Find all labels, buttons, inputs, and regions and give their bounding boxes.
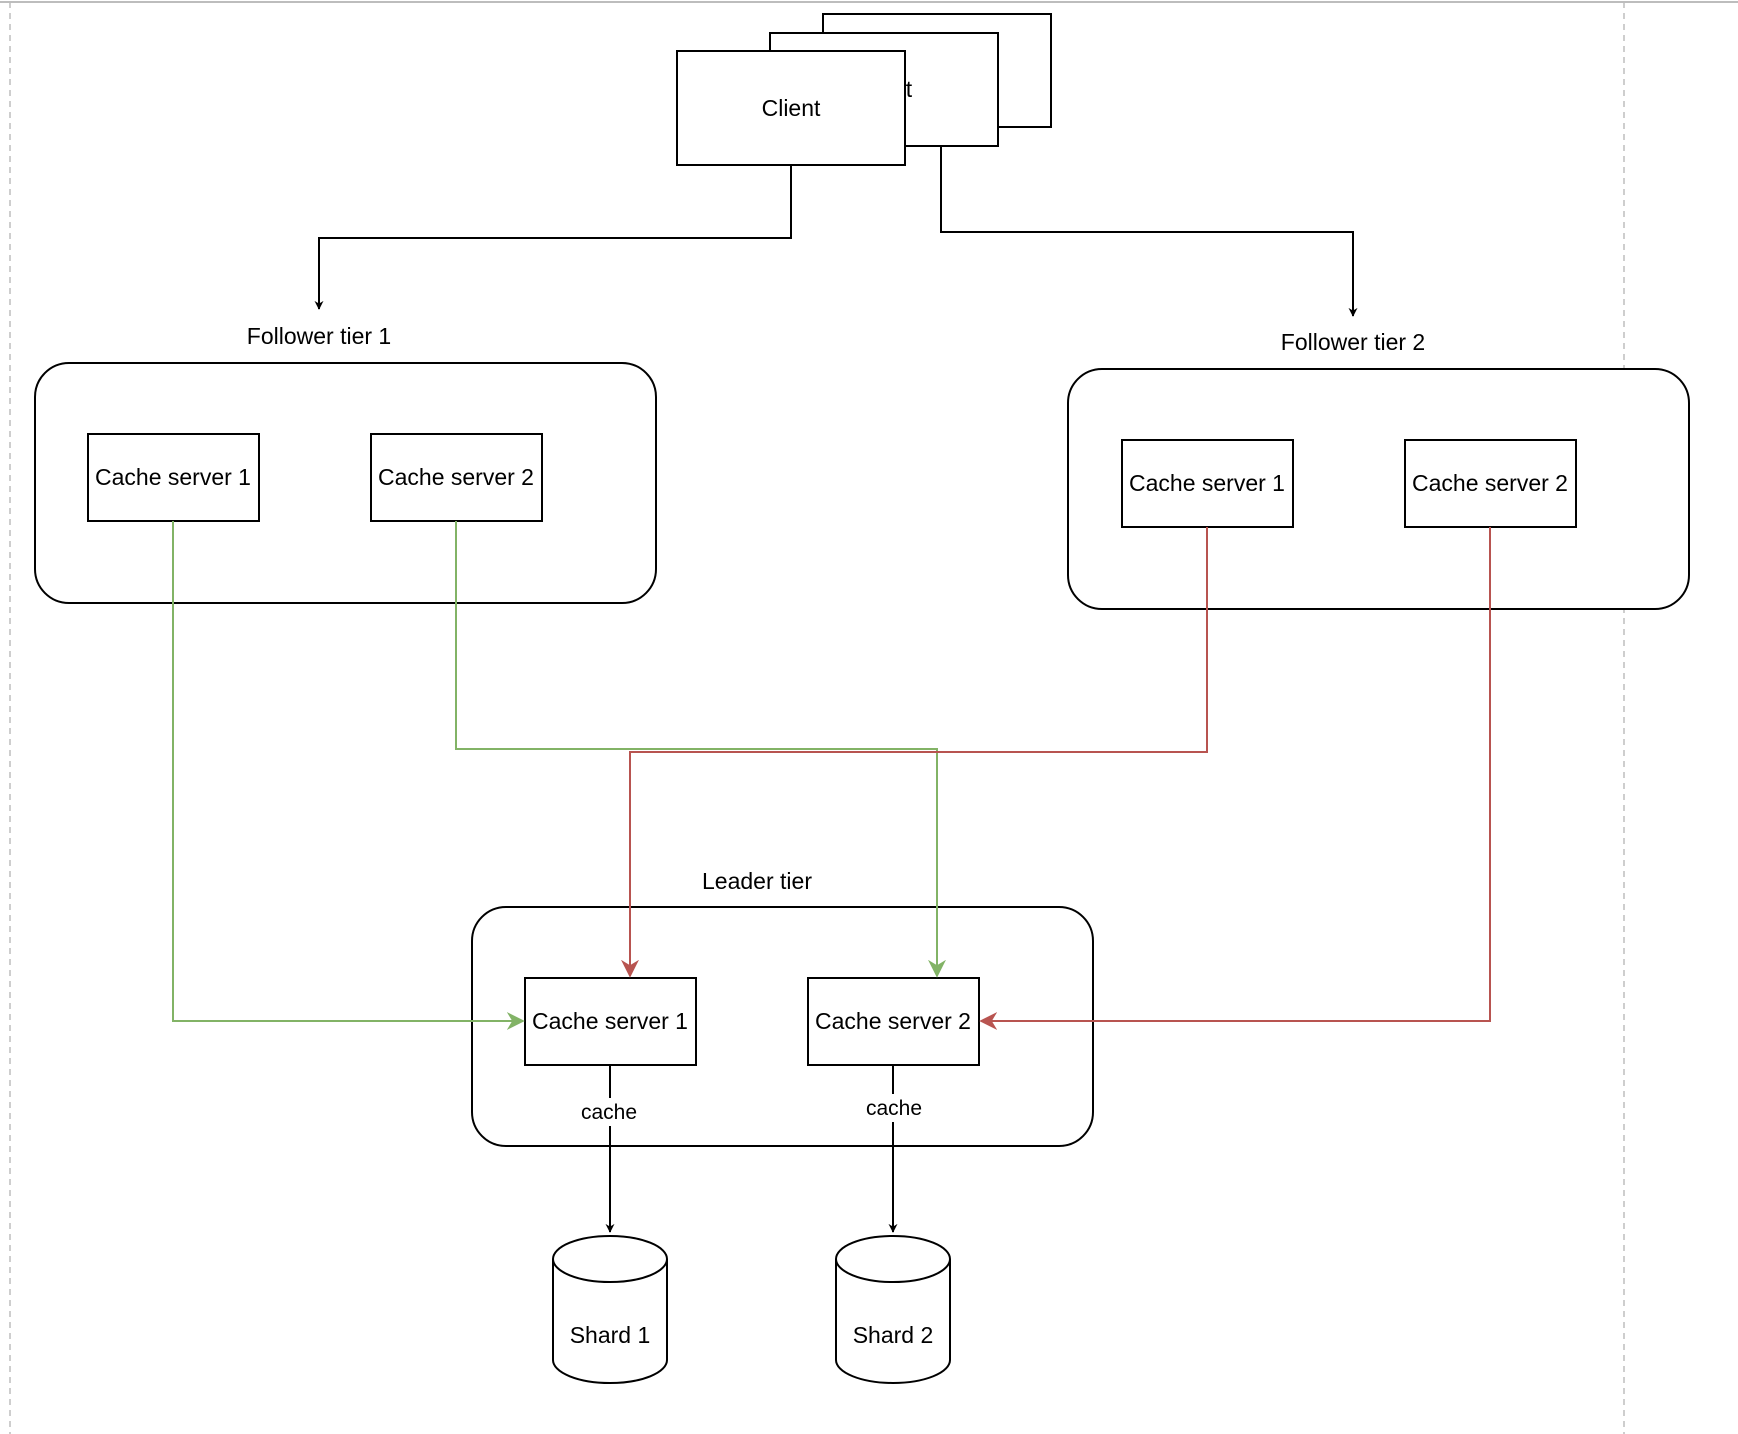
leader-tier-title: Leader tier — [702, 868, 812, 894]
follower-tier-2-cache-server-1[interactable] — [1121, 439, 1294, 528]
follower-tier-1-title: Follower tier 1 — [247, 323, 391, 349]
edge-label-cache-1: cache — [581, 1101, 637, 1124]
follower-tier-1-cache-server-1-label: Cache server 1 — [95, 464, 251, 490]
shard-2-label: Shard 2 — [853, 1322, 934, 1348]
shard-1-database[interactable] — [552, 1235, 668, 1384]
leader-cache-server-1-label: Cache server 1 — [532, 1008, 688, 1034]
client-label: Client — [762, 95, 821, 121]
follower-tier-1-cache-server-2[interactable] — [370, 433, 543, 522]
edge-f1-server-1-to-leader-server-1[interactable] — [172, 521, 525, 1030]
follower-tier-2-title: Follower tier 2 — [1281, 329, 1425, 355]
edge-f1-server-2-to-leader-server-2[interactable] — [455, 521, 946, 978]
edge-f2-server-1-to-leader-server-1[interactable] — [621, 527, 1208, 978]
shard-1-label: Shard 1 — [570, 1322, 651, 1348]
edge-f2-server-2-to-leader-server-2[interactable] — [979, 527, 1491, 1030]
follower-tier-2-cache-server-2-label: Cache server 2 — [1412, 470, 1568, 496]
follower-tier-2-container[interactable] — [1067, 368, 1690, 610]
leader-cache-server-2[interactable] — [807, 977, 980, 1066]
leader-cache-server-2-label: Cache server 2 — [815, 1008, 971, 1034]
shard-2-database[interactable] — [835, 1235, 951, 1384]
edge-label-bg-1 — [576, 1098, 644, 1126]
follower-tier-1-container[interactable] — [34, 362, 657, 604]
follower-tier-1-cache-server-2-label: Cache server 2 — [378, 464, 534, 490]
edge-client-to-follower-tier-1[interactable] — [314, 165, 792, 310]
edge-client-to-follower-tier-2[interactable] — [940, 146, 1358, 317]
follower-tier-2-cache-server-2[interactable] — [1404, 439, 1577, 528]
client-box[interactable] — [676, 50, 906, 166]
client-stack-peek-label: t — [906, 76, 913, 102]
follower-tier-2-cache-server-1-label: Cache server 1 — [1129, 470, 1285, 496]
edge-label-cache-2: cache — [866, 1097, 922, 1120]
edge-label-bg-2 — [860, 1094, 928, 1122]
follower-tier-1-cache-server-1[interactable] — [87, 433, 260, 522]
